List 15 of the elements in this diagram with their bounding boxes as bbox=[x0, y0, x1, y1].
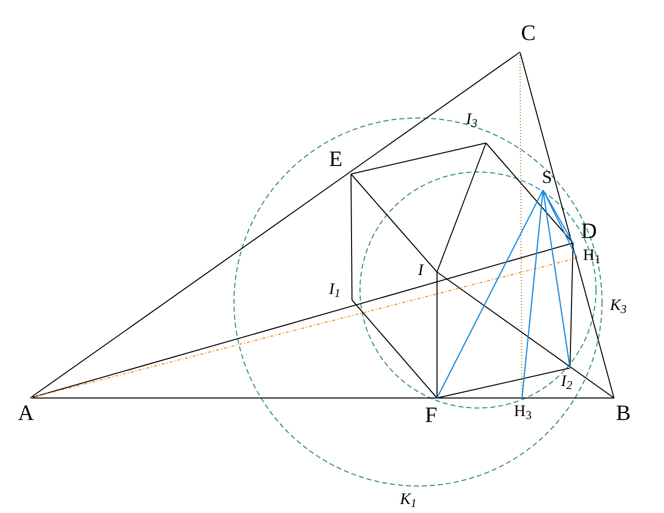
point-label: K$_{3}$ bbox=[610, 298, 627, 314]
point-label: F bbox=[425, 404, 438, 426]
point-label: A bbox=[18, 402, 34, 424]
point-label: H$_{1}$ bbox=[583, 248, 601, 264]
point-label: H$_{3}$ bbox=[514, 404, 532, 420]
point-label: K$_{1}$ bbox=[400, 492, 417, 508]
point-label: B bbox=[616, 402, 631, 424]
point-label: S bbox=[542, 168, 552, 186]
point-label: E bbox=[329, 148, 342, 170]
point-label: I$_{3}$ bbox=[466, 112, 478, 128]
point-label: I bbox=[418, 263, 424, 279]
point-label: I$_{1}$ bbox=[329, 282, 340, 298]
point-label: I$_{2}$ bbox=[561, 374, 572, 390]
point-label: C bbox=[521, 22, 536, 44]
point-label: D bbox=[581, 220, 597, 242]
